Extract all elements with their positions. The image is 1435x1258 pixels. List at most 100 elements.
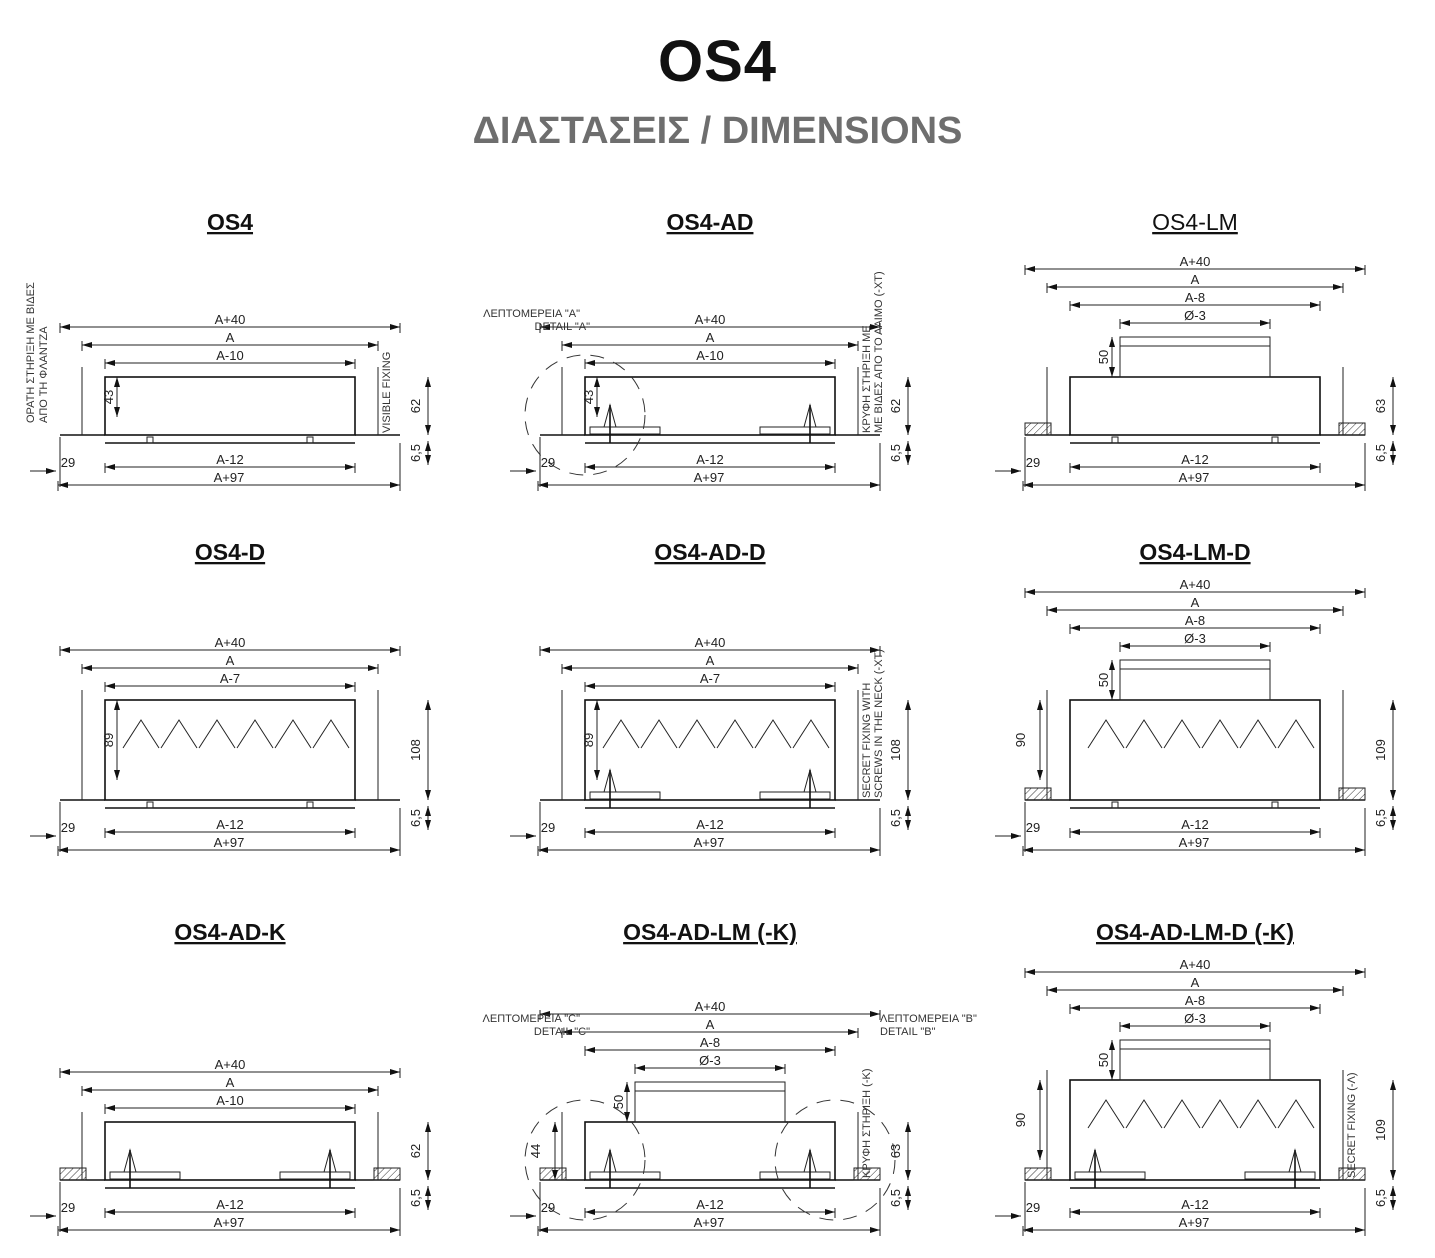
dimension-label: A-10	[216, 348, 243, 363]
dimension-label: 6,5	[408, 809, 423, 827]
bracket	[759, 426, 831, 435]
grille-body	[104, 1121, 356, 1181]
dimension-label: A+97	[214, 835, 245, 850]
side-note: ΟΡΑΤΗ ΣΤΗΡΙΞΗ ΜΕ ΒΙΔΕΣ	[25, 282, 37, 423]
bracket	[109, 1171, 181, 1180]
dimension-label: 109	[1373, 739, 1388, 761]
dimension-label: A-7	[220, 671, 240, 686]
dimension-label: Ø-3	[1184, 631, 1206, 646]
gap-label: 29	[61, 1200, 75, 1215]
plenum-neck	[634, 1081, 786, 1123]
dimension-label: 63	[888, 1144, 903, 1158]
ceiling-section-left	[539, 1167, 567, 1181]
dimension-label: A+40	[1180, 577, 1211, 592]
gap-label: 29	[61, 820, 75, 835]
ceiling-section-right	[853, 1167, 881, 1181]
gap-label: 29	[61, 455, 75, 470]
damper-blade	[1163, 719, 1201, 749]
grille-body	[1069, 699, 1321, 801]
dimension-label: Ø-3	[1184, 308, 1206, 323]
damper-blade	[198, 719, 236, 749]
side-note: SECRET FIXING WITH	[861, 683, 873, 798]
support-leg	[1111, 801, 1119, 809]
detail-circle	[524, 354, 646, 476]
ceiling-section-left	[59, 1167, 87, 1181]
plenum-neck	[1119, 1039, 1271, 1081]
dimension-label: A-10	[696, 348, 723, 363]
dimension-label: A-8	[1185, 993, 1205, 1008]
grille-body	[1069, 1079, 1321, 1181]
ceiling-section-right	[1338, 1167, 1366, 1181]
damper-blade	[1277, 719, 1315, 749]
damper-blade	[716, 719, 754, 749]
panel-title: OS4	[207, 209, 253, 235]
dimension-label: A+97	[694, 835, 725, 850]
dimension-label: A-12	[696, 817, 723, 832]
ceiling-section-right	[1338, 787, 1366, 801]
dimension-label: 89	[101, 733, 116, 747]
dimension-label: 108	[408, 739, 423, 761]
damper-blade	[754, 719, 792, 749]
detail-label: DETAIL "B"	[880, 1026, 936, 1038]
dimension-label: A-12	[216, 452, 243, 467]
dimension-label: 50	[1096, 350, 1111, 364]
dimension-label: 90	[1013, 1113, 1028, 1127]
damper-blade	[312, 719, 350, 749]
dimension-label: 50	[611, 1095, 626, 1109]
damper-blade	[678, 719, 716, 749]
damper-blade	[1201, 719, 1239, 749]
bracket	[279, 1171, 351, 1180]
detail-label: ΛΕΠΤΟΜΕΡΕΙΑ "B"	[880, 1013, 977, 1025]
side-note: ΑΠΟ ΤΗ ΦΛΑΝΤΖΑ	[38, 326, 50, 423]
detail-label: DETAIL "C"	[534, 1026, 590, 1038]
dimension-label: A+97	[1179, 1215, 1210, 1230]
bracket	[589, 1171, 661, 1180]
drawing-svg: OS4-AD-LM-D (-K)A+97A-122950A+40AA-8Ø-39…	[995, 919, 1396, 1236]
dimension-label: 43	[101, 390, 116, 404]
bracket	[589, 426, 661, 435]
spring-clip	[1088, 1148, 1102, 1173]
spring-clip	[603, 1148, 617, 1173]
dimension-label: A+97	[694, 1215, 725, 1230]
panel-title: OS4-LM-D	[1139, 539, 1250, 565]
dimension-label: 6,5	[888, 444, 903, 462]
ceiling-section-left	[1024, 787, 1052, 801]
dimension-label: A-12	[696, 1197, 723, 1212]
dimension-label: 6,5	[408, 1189, 423, 1207]
dimension-label: A-8	[1185, 290, 1205, 305]
grille-body	[584, 376, 836, 436]
damper-blade	[122, 719, 160, 749]
gap-label: 29	[1026, 1200, 1040, 1215]
dimension-label: A	[706, 330, 715, 345]
bracket	[759, 791, 831, 800]
dimension-label: A	[706, 653, 715, 668]
dimension-label: A	[706, 1017, 715, 1032]
dimension-label: 63	[1373, 399, 1388, 413]
detail-label: ΛΕΠΤΟΜΕΡΕΙΑ "A"	[483, 308, 580, 320]
side-note: ΚΡΥΦΗ ΣΤΗΡΙΞΗ ΜΕ	[861, 325, 873, 433]
plenum-neck	[1119, 336, 1271, 378]
ceiling-section-right	[373, 1167, 401, 1181]
spring-clip	[803, 403, 817, 428]
spring-clip	[803, 1148, 817, 1173]
spring-clip	[123, 1148, 137, 1173]
damper-blade	[1125, 719, 1163, 749]
gap-label: 29	[1026, 455, 1040, 470]
side-note: ΜΕ ΒΙΔΕΣ ΑΠΟ ΤΟ ΛΑΙΜΟ (-XT)	[873, 271, 885, 433]
gap-label: 29	[1026, 820, 1040, 835]
dimension-label: A+40	[695, 312, 726, 327]
damper-blade	[1201, 1099, 1239, 1129]
dimension-label: A+40	[215, 635, 246, 650]
dimension-label: A-12	[216, 817, 243, 832]
damper-blade	[792, 719, 830, 749]
dimension-label: A	[1191, 975, 1200, 990]
damper-blade	[1163, 1099, 1201, 1129]
support-leg	[146, 436, 154, 444]
panel-title: OS4-AD-D	[654, 539, 765, 565]
